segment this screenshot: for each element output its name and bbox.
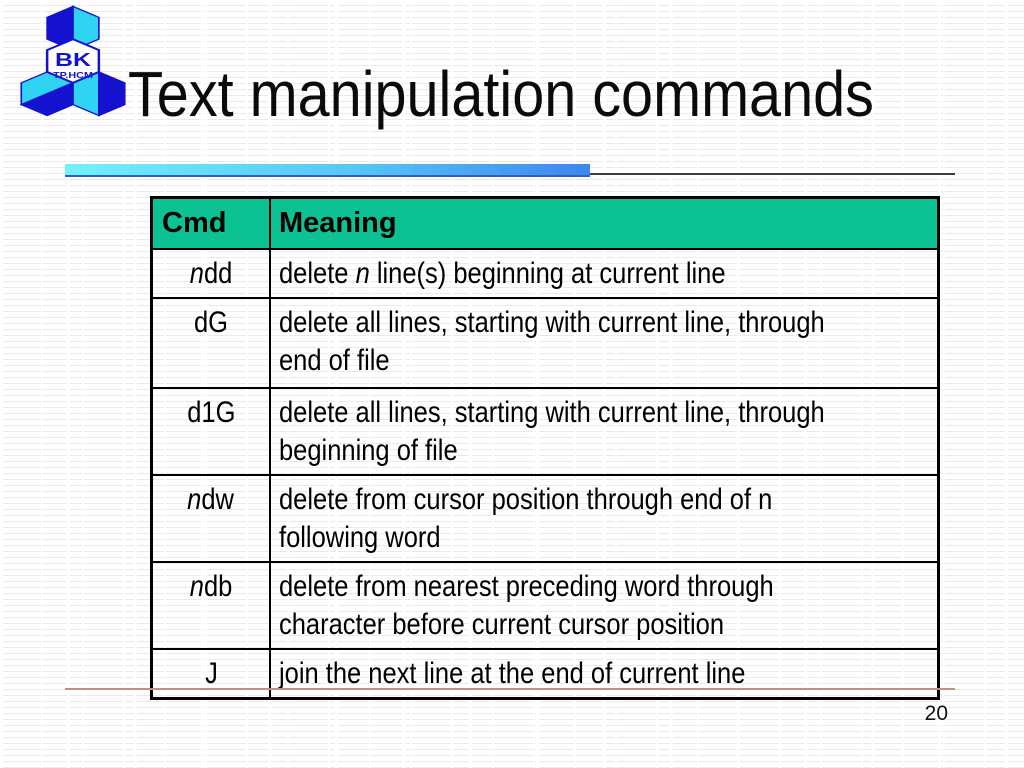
table-header-row: Cmd Meaning xyxy=(153,199,937,248)
table-header-meaning: Meaning xyxy=(279,207,397,239)
bk-logo-icon: BK TP.HCM xyxy=(19,5,126,117)
page-number: 20 xyxy=(924,702,948,725)
slide-title: Text manipulation commands xyxy=(128,58,874,130)
cmd-rest: d1G xyxy=(186,396,236,429)
cmd-cell: ndb xyxy=(153,563,271,648)
table-row: ndw delete from cursor position through … xyxy=(153,474,937,561)
logo-center-hexagon xyxy=(45,38,101,84)
table-row: ndb delete from nearest preceding word t… xyxy=(153,561,937,648)
cmd-cell: dG xyxy=(153,299,271,387)
meaning-pre: delete xyxy=(279,257,356,290)
logo-text-bk: BK xyxy=(55,49,91,70)
meaning-cell: delete from cursor position through end … xyxy=(271,476,937,561)
cmd-rest: db xyxy=(203,570,233,603)
meaning-cell: join the next line at the end of current… xyxy=(271,650,937,697)
title-accent-bar xyxy=(65,164,590,177)
table-row: ndd delete n line(s) beginning at curren… xyxy=(153,248,937,297)
cmd-rest: J xyxy=(204,657,218,690)
table-row: d1G delete all lines, starting with curr… xyxy=(153,387,937,474)
meaning-pre: delete from nearest preceding word throu… xyxy=(279,570,774,641)
meaning-pre: delete all lines, starting with current … xyxy=(279,306,825,377)
meaning-cell: delete n line(s) beginning at current li… xyxy=(271,250,937,297)
cmd-cell: ndw xyxy=(153,476,271,561)
table-header-cmd: Cmd xyxy=(153,199,271,248)
table-row: dG delete all lines, starting with curre… xyxy=(153,297,937,387)
meaning-post: line(s) beginning at current line xyxy=(369,257,726,290)
logo-text-tphcm: TP.HCM xyxy=(53,71,93,80)
cmd-italic: n xyxy=(187,483,202,516)
cmd-rest: dG xyxy=(193,306,229,339)
cmd-cell: d1G xyxy=(153,389,271,474)
cmd-rest: dd xyxy=(203,257,233,290)
meaning-pre: delete from cursor position through end … xyxy=(279,483,773,554)
cmd-italic: n xyxy=(189,570,204,603)
cmd-italic: n xyxy=(189,257,204,290)
meaning-pre: delete all lines, starting with current … xyxy=(279,396,825,467)
meaning-cell: delete from nearest preceding word throu… xyxy=(271,563,937,648)
cmd-rest: dw xyxy=(201,483,235,516)
table-row: J join the next line at the end of curre… xyxy=(153,648,937,697)
meaning-cell: delete all lines, starting with current … xyxy=(271,389,937,474)
footer-divider-line xyxy=(65,688,955,690)
meaning-italic: n xyxy=(355,257,370,290)
meaning-pre: join the next line at the end of current… xyxy=(279,657,746,690)
logo-cube-top-right-face xyxy=(72,5,100,52)
commands-table: Cmd Meaning ndd delete n line(s) beginni… xyxy=(150,196,940,700)
logo-cube-right-blue-face xyxy=(98,70,126,117)
cmd-cell: ndd xyxy=(153,250,271,297)
meaning-cell: delete all lines, starting with current … xyxy=(271,299,937,387)
cmd-cell: J xyxy=(153,650,271,697)
